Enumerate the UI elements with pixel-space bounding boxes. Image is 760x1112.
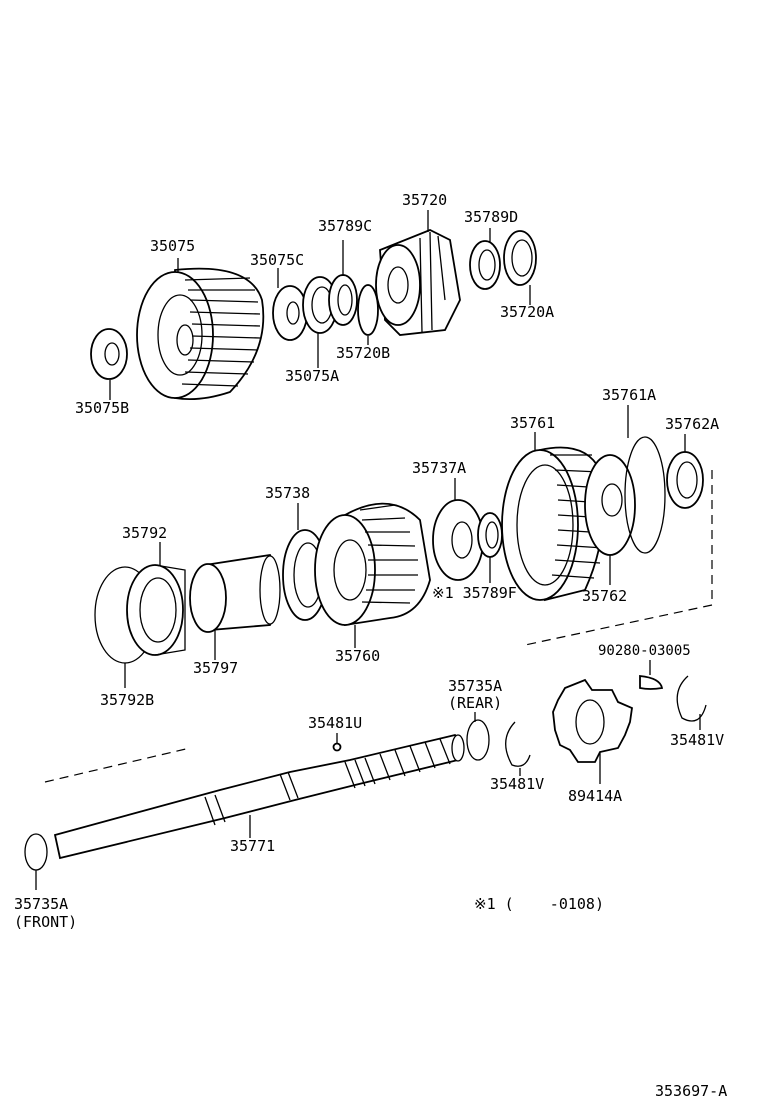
label-35792b: 35792B bbox=[100, 691, 155, 709]
label-35481v-mid: 35481V bbox=[490, 775, 545, 793]
part-35720-carrier[interactable] bbox=[375, 210, 461, 336]
figure-id: 353697-A bbox=[655, 1082, 728, 1100]
part-35075b-washer[interactable] bbox=[90, 328, 128, 400]
label-35735a-rear: 35735A bbox=[448, 677, 503, 695]
label-35738: 35738 bbox=[265, 484, 311, 502]
label-35075a: 35075A bbox=[285, 367, 340, 385]
group-bracket-dashed bbox=[524, 470, 713, 646]
part-35735a-front-ring[interactable] bbox=[24, 833, 48, 890]
part-35481u-ball[interactable] bbox=[332, 733, 342, 752]
label-35720b: 35720B bbox=[336, 344, 391, 362]
part-35720b-race[interactable] bbox=[357, 284, 379, 345]
label-35075c: 35075C bbox=[250, 251, 305, 269]
label-35760: 35760 bbox=[335, 647, 381, 665]
part-35771-shaft[interactable] bbox=[53, 733, 465, 860]
part-35075a-bearing[interactable] bbox=[302, 276, 338, 368]
part-35735a-rear-ring[interactable] bbox=[466, 712, 490, 761]
part-35789c-race[interactable] bbox=[328, 240, 358, 326]
label-35761a: 35761A bbox=[602, 386, 657, 404]
label-35789c: 35789C bbox=[318, 217, 373, 235]
part-35760-carrier[interactable] bbox=[314, 502, 431, 648]
part-35792-hub[interactable] bbox=[126, 542, 186, 656]
part-90280-03005-key[interactable] bbox=[639, 660, 664, 690]
label-35789f: ※1 35789F bbox=[432, 584, 517, 602]
label-35771: 35771 bbox=[230, 837, 276, 855]
part-35481v-right-snap-ring[interactable] bbox=[676, 675, 707, 730]
label-35762: 35762 bbox=[582, 587, 628, 605]
part-35075-drum[interactable] bbox=[136, 258, 265, 401]
part-35761a-snap-ring[interactable] bbox=[624, 405, 666, 554]
label-89414a: 89414A bbox=[568, 787, 623, 805]
footnote-note: ※1 ( -0108) bbox=[474, 895, 604, 913]
label-front: (FRONT) bbox=[14, 913, 78, 931]
label-35789d: 35789D bbox=[464, 208, 519, 226]
label-35481v-right: 35481V bbox=[670, 731, 725, 749]
label-35762a: 35762A bbox=[665, 415, 720, 433]
label-35075: 35075 bbox=[150, 237, 196, 255]
part-89414a-rotor[interactable] bbox=[552, 678, 633, 784]
label-35797: 35797 bbox=[193, 659, 239, 677]
label-35735a-front: 35735A bbox=[14, 895, 69, 913]
label-35737a: 35737A bbox=[412, 459, 467, 477]
part-35789d-race[interactable] bbox=[469, 228, 501, 290]
label-rear: (REAR) bbox=[448, 694, 503, 712]
part-35762-flange[interactable] bbox=[584, 454, 636, 585]
part-35797-sleeve[interactable] bbox=[189, 554, 281, 660]
label-35075b: 35075B bbox=[75, 399, 130, 417]
label-35792: 35792 bbox=[122, 524, 168, 542]
label-35761: 35761 bbox=[510, 414, 556, 432]
part-35720a-bearing[interactable] bbox=[503, 230, 537, 305]
label-35720a: 35720A bbox=[500, 303, 555, 321]
part-35789f-race[interactable] bbox=[477, 512, 503, 583]
part-35737a-plate[interactable] bbox=[432, 478, 484, 581]
part-35481v-mid-snap-ring[interactable] bbox=[505, 721, 531, 776]
label-35481u: 35481U bbox=[308, 714, 363, 732]
part-35762a-bearing[interactable] bbox=[666, 434, 704, 509]
part-35075c-washer[interactable] bbox=[272, 268, 308, 341]
label-90280-03005: 90280-03005 bbox=[598, 643, 691, 659]
label-35720: 35720 bbox=[402, 191, 448, 209]
shaft-axis-dashed bbox=[44, 747, 191, 783]
